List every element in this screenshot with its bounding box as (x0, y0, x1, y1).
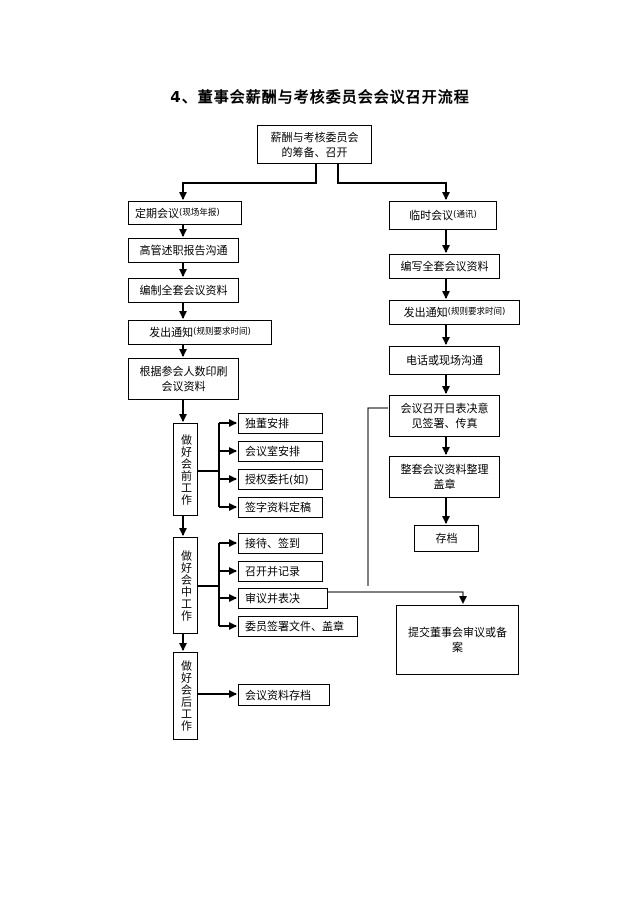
arrow-top-to-temp (337, 163, 450, 200)
pre-item-meeting-room: 会议室安排 (238, 441, 323, 462)
phone-communication-box: 电话或现场沟通 (389, 346, 500, 375)
archive-box: 存档 (414, 525, 479, 552)
post-meeting-work-box: 做好会后工作 (173, 652, 198, 740)
during-meeting-work-box: 做好会中工作 (173, 537, 198, 634)
compile-materials-box: 编制全套会议资料 (128, 278, 239, 303)
right-notice-box: 发出通知(规则要求时间) (389, 300, 520, 325)
during-item-reception: 接待、签到 (238, 533, 323, 554)
during-item-vote: 审议并表决 (238, 588, 328, 609)
left-notice-box: 发出通知(规则要求时间) (128, 320, 272, 345)
page-title: 4、董事会薪酬与考核委员会会议召开流程 (170, 88, 470, 106)
pre-item-proxy: 授权委托(如) (238, 469, 323, 490)
print-materials-box: 根据参会人数印刷 会议资料 (128, 358, 239, 400)
write-materials-box: 编写全套会议资料 (389, 254, 500, 279)
arrow-top-to-regular (179, 163, 317, 200)
arrow-vote-to-submit (328, 591, 467, 604)
committee-prep-box: 薪酬与考核委员会 的筹备、召开 (257, 125, 372, 164)
during-item-sign-seal: 委员签署文件、盖章 (238, 616, 358, 637)
temp-meeting-box: 临时会议(通讯) (389, 201, 497, 230)
pre-item-independent-director: 独董安排 (238, 413, 323, 434)
exec-report-box: 高管述职报告沟通 (128, 238, 239, 263)
organize-seal-box: 整套会议资料整理 盖章 (389, 456, 500, 498)
connector-decision-to-vote (367, 407, 388, 586)
post-item-archive: 会议资料存档 (238, 684, 330, 706)
pre-item-sign-materials: 签字资料定稿 (238, 497, 323, 518)
vote-opinion-box: 会议召开日表决意 见签署、传真 (389, 395, 500, 437)
during-item-record: 召开并记录 (238, 561, 323, 582)
pre-meeting-work-box: 做好会前工作 (173, 423, 198, 516)
submit-board-box: 提交董事会审议或备 案 (396, 605, 519, 675)
regular-meeting-box: 定期会议(现场年报) (128, 201, 242, 225)
